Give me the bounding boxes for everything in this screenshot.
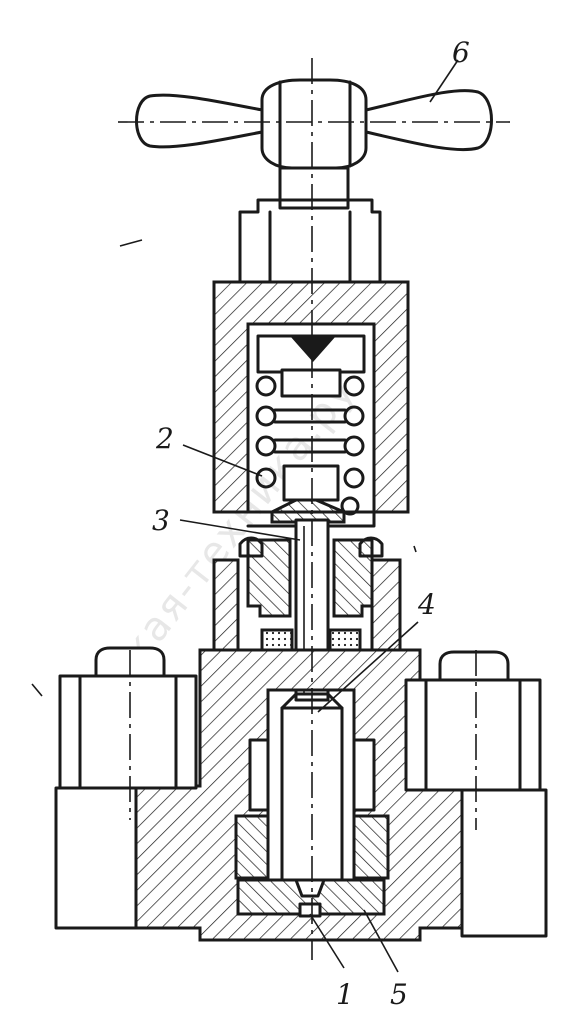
- spring-housing: [212, 280, 410, 528]
- label-2: 2: [155, 422, 174, 455]
- stray-marks: [31, 239, 417, 697]
- right-flange: [460, 788, 548, 938]
- right-nut-cap: [438, 650, 510, 682]
- bore-sleeve-left: [248, 738, 270, 812]
- body-upper-left: [212, 558, 240, 652]
- leader-2: [182, 444, 263, 477]
- leader-4: [317, 621, 419, 713]
- gland-nut-right: [332, 538, 374, 618]
- leader-6: [429, 59, 459, 103]
- bore-sleeve-right: [352, 738, 376, 812]
- lower-body: [134, 648, 464, 942]
- leader-5: [363, 909, 399, 973]
- label-4: 4: [417, 588, 436, 621]
- leader-lines: [179, 59, 459, 973]
- bonnet-nut: [238, 198, 382, 284]
- bottom-port: [294, 878, 326, 898]
- body-upper-right: [370, 558, 402, 652]
- gland-flange-right: [358, 536, 384, 558]
- spring-lower-guide: [282, 464, 340, 502]
- stem-neck: [238, 166, 382, 284]
- label-6: 6: [452, 36, 470, 69]
- handwheel: [118, 78, 510, 170]
- label-3: 3: [152, 504, 170, 537]
- handwheel-left-wing: [135, 93, 264, 149]
- seat-insert-left: [234, 814, 270, 880]
- label-1: 1: [336, 978, 354, 1011]
- spring-coils-left: [255, 375, 277, 489]
- gland-nut-left: [246, 538, 292, 618]
- outlet-hole: [298, 902, 322, 918]
- handwheel-hub: [260, 78, 368, 170]
- callout-labels: 6 2 3 4 1 5: [152, 36, 470, 1011]
- stem-neck-shaft: [278, 166, 350, 210]
- seat-insert-right: [352, 814, 390, 880]
- spring-coil-links: [273, 408, 347, 454]
- leader-1: [309, 913, 345, 969]
- label-5: 5: [390, 978, 408, 1011]
- spring-guide: [280, 368, 342, 398]
- cap-v-notch: [290, 336, 336, 362]
- gland-flange-left: [238, 536, 264, 558]
- leader-3: [179, 519, 301, 541]
- right-fitting: [404, 650, 548, 938]
- spring-coils-right: [340, 375, 365, 516]
- left-fitting: [54, 646, 198, 930]
- handwheel-right-wing: [364, 89, 493, 152]
- left-flange: [54, 786, 138, 930]
